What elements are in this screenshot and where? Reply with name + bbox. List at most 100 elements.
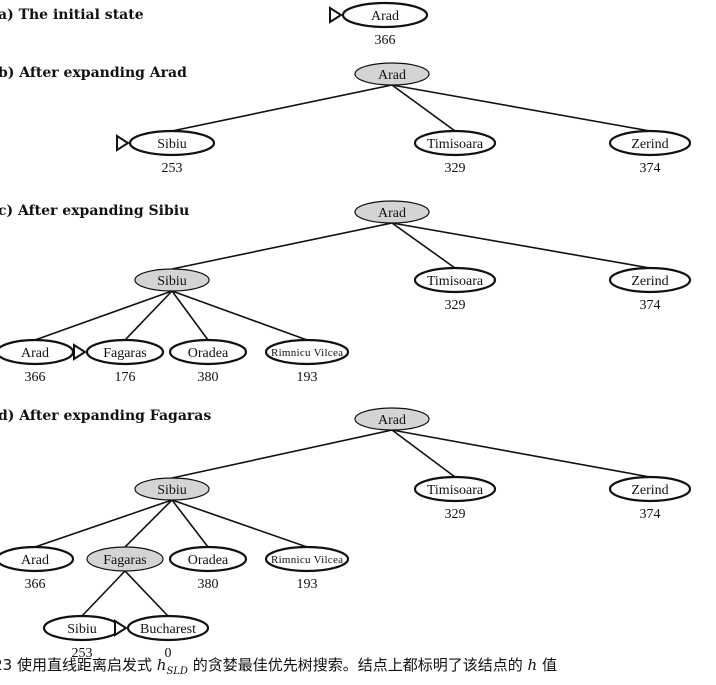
edge-d_sibiu-d_fagaras <box>124 499 173 548</box>
edge-d_sibiu-d_arad2 <box>34 499 173 548</box>
node-label: Arad <box>378 68 406 83</box>
node-d_rimnicu: Rimnicu Vilcea 193 <box>264 545 350 592</box>
node-label: Arad <box>378 206 406 221</box>
edge-c_arad-c_zerind <box>391 222 651 269</box>
node-d_zerind: Zerind 374 <box>608 475 692 522</box>
node-h-value: 176 <box>115 370 136 385</box>
node-ellipse <box>128 129 216 157</box>
node-d_sibiu2: Sibiu 253 <box>42 614 122 661</box>
nodes-layer: Arad366AradSibiu253Timisoara329Zerind374… <box>0 1 692 661</box>
node-h-value: 380 <box>198 370 219 385</box>
edge-d_sibiu-d_rimnicu <box>171 499 308 548</box>
panel-label-b: b) After expanding Arad <box>0 65 187 81</box>
edges-layer <box>34 84 651 617</box>
node-ellipse <box>126 614 210 642</box>
node-ellipse <box>354 200 430 224</box>
node-d_timisoara: Timisoara 329 <box>413 475 497 522</box>
node-ellipse <box>608 266 692 294</box>
node-h-value: 374 <box>640 507 661 522</box>
edge-c_sibiu-c_rimnicu <box>171 290 308 341</box>
node-b_timisoara: Timisoara 329 <box>413 129 497 176</box>
node-label: Bucharest <box>140 622 196 637</box>
node-h-value: 253 <box>162 161 183 176</box>
node-ellipse <box>608 129 692 157</box>
node-label: Zerind <box>631 274 668 289</box>
node-h-value: 366 <box>25 577 46 592</box>
caption-suffix: 的贪婪最佳优先树搜索。结点上都标明了该结点的 <box>188 656 528 674</box>
node-h-value: 253 <box>72 646 93 661</box>
caption-tail: 值 <box>537 656 557 674</box>
node-label: Rimnicu Vilcea <box>271 347 343 359</box>
node-h-value: 329 <box>445 161 466 176</box>
node-label: Zerind <box>631 483 668 498</box>
node-d_arad: Arad <box>354 407 430 431</box>
node-h-value: 366 <box>375 33 396 48</box>
node-label: Timisoara <box>427 483 484 498</box>
edge-d_arad-d_sibiu <box>171 429 393 479</box>
edge-b_arad-b_timisoara <box>391 84 456 132</box>
node-ellipse <box>354 407 430 431</box>
node-h-value: 329 <box>445 298 466 313</box>
node-c_sibiu: Sibiu <box>134 268 210 292</box>
node-ellipse <box>608 475 692 503</box>
node-label: Arad <box>371 9 399 24</box>
node-label: Arad <box>21 346 49 361</box>
node-label: Rimnicu Vilcea <box>271 554 343 566</box>
caption-h-subscript: SLD <box>166 666 188 677</box>
node-ellipse <box>168 545 248 573</box>
node-h-value: 193 <box>297 577 318 592</box>
caption-prefix: 图 3.23 使用直线距离启发式 <box>0 656 157 674</box>
edge-d_fagaras-d_bucharest <box>124 570 169 617</box>
node-ellipse <box>413 266 497 294</box>
node-ellipse <box>168 338 248 366</box>
node-ellipse <box>264 545 350 573</box>
node-label: Sibiu <box>157 137 187 152</box>
node-h-value: 329 <box>445 507 466 522</box>
edge-d_fagaras-d_sibiu2 <box>81 570 126 617</box>
node-ellipse <box>341 1 429 29</box>
node-label: Sibiu <box>67 622 97 637</box>
node-h-value: 193 <box>297 370 318 385</box>
node-label: Sibiu <box>157 274 187 289</box>
edge-c_sibiu-c_fagaras <box>124 290 173 341</box>
panel-label-c: c) After expanding Sibiu <box>0 203 189 219</box>
edge-c_arad-c_sibiu <box>171 222 393 270</box>
next-expansion-marker-icon <box>116 134 130 152</box>
edge-d_arad-d_zerind <box>391 429 651 478</box>
caption-h-symbol: h <box>157 656 167 674</box>
node-label: Fagaras <box>103 553 147 568</box>
edge-c_sibiu-c_arad2 <box>34 290 173 341</box>
edge-c_sibiu-c_oradea <box>171 290 209 341</box>
next-expansion-marker-icon <box>73 343 87 361</box>
node-d_sibiu: Sibiu <box>134 477 210 501</box>
edge-b_arad-b_sibiu <box>171 84 393 132</box>
panel-label-a: a) The initial state <box>0 7 144 23</box>
node-ellipse <box>264 338 350 366</box>
node-ellipse <box>413 129 497 157</box>
node-ellipse <box>85 338 165 366</box>
node-b_sibiu: Sibiu 253 <box>116 129 216 176</box>
edge-d_arad-d_timisoara <box>391 429 456 478</box>
figure-caption: 图 3.23 使用直线距离启发式 hSLD 的贪婪最佳优先树搜索。结点上都标明了… <box>0 656 557 677</box>
node-d_bucharest: Bucharest 0 <box>114 614 210 661</box>
edge-c_arad-c_timisoara <box>391 222 456 269</box>
node-c_arad: Arad <box>354 200 430 224</box>
next-expansion-marker-icon <box>329 6 343 24</box>
node-h-value: 374 <box>640 161 661 176</box>
node-h-value: 380 <box>198 577 219 592</box>
panel-label-d: d) After expanding Fagaras <box>0 408 211 424</box>
node-d_fagaras: Fagaras <box>86 546 164 572</box>
node-label: Timisoara <box>427 137 484 152</box>
node-ellipse <box>354 62 430 86</box>
node-h-value: 374 <box>640 298 661 313</box>
node-label: Arad <box>378 413 406 428</box>
node-ellipse <box>134 268 210 292</box>
node-h-value: 0 <box>165 646 172 661</box>
node-c_rimnicu: Rimnicu Vilcea 193 <box>264 338 350 385</box>
